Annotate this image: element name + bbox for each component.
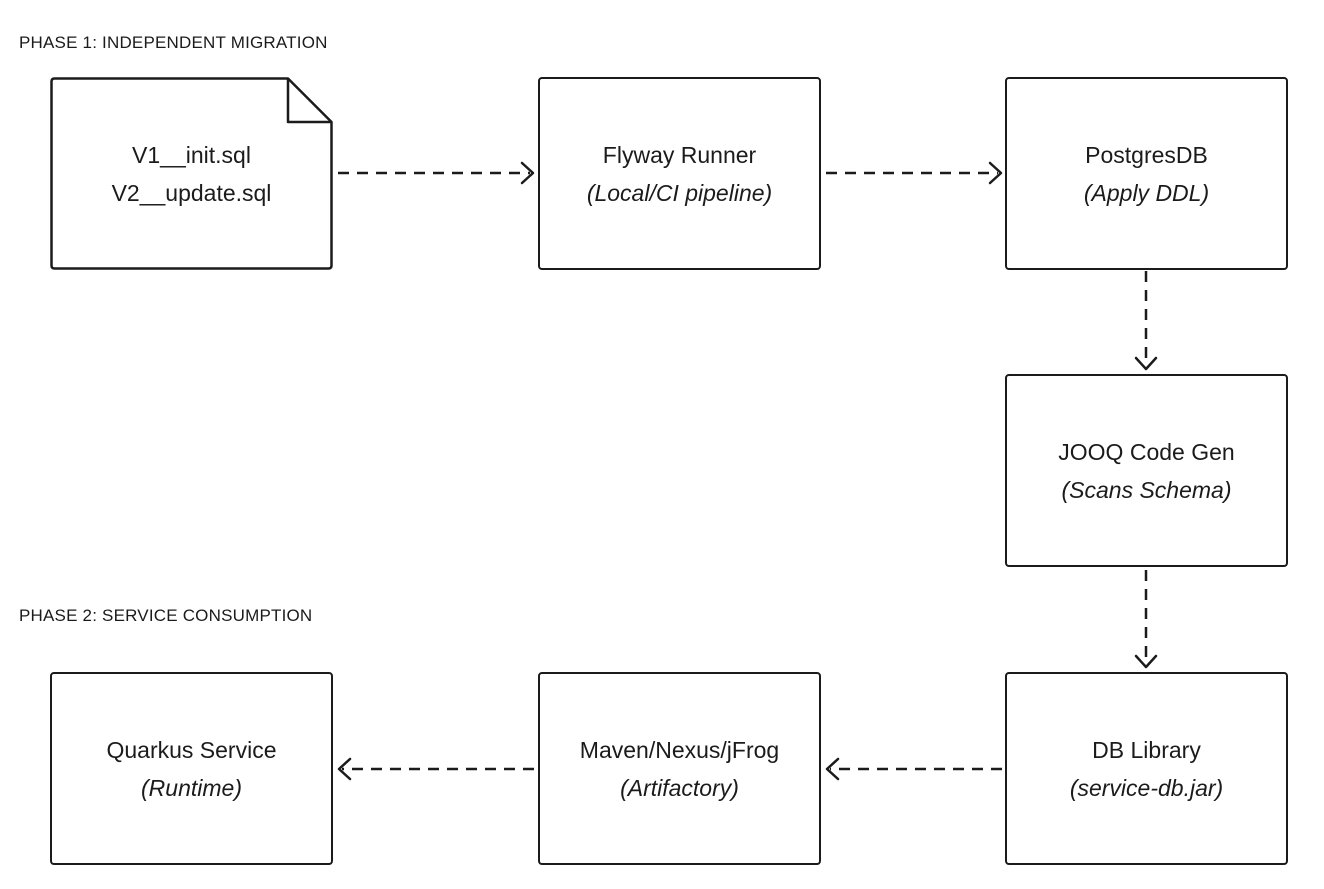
arrowhead-quarkus [337,757,352,781]
maven-title: Maven/Nexus/jFrog [579,736,780,763]
migration-file-1: V1__init.sql [132,141,251,168]
arrowhead-postgres [988,161,1003,185]
flyway-subtitle: (Local/CI pipeline) [586,179,773,206]
migration-file-2: V2__update.sql [111,179,272,206]
maven-subtitle: (Artifactory) [620,774,739,801]
postgres-title: PostgresDB [1085,141,1208,168]
db-library-node: DB Library (service-db.jar) [1005,672,1288,865]
flyway-title: Flyway Runner [602,141,757,168]
flyway-runner-node: Flyway Runner (Local/CI pipeline) [538,77,821,270]
quarkus-title: Quarkus Service [106,736,277,763]
phase-1-label: PHASE 1: INDEPENDENT MIGRATION [19,33,328,52]
artifact-repo-node: Maven/Nexus/jFrog (Artifactory) [538,672,821,865]
jooq-title: JOOQ Code Gen [1058,438,1235,465]
arrowhead-maven [825,757,840,781]
postgres-subtitle: (Apply DDL) [1083,179,1210,206]
postgres-db-node: PostgresDB (Apply DDL) [1005,77,1288,270]
migrations-file-node: V1__init.sql V2__update.sql [50,77,333,270]
document-shape [50,77,333,270]
quarkus-service-node: Quarkus Service (Runtime) [50,672,333,865]
arrowhead-jooq [1134,356,1158,371]
arrowhead-flyway [520,161,535,185]
jooq-subtitle: (Scans Schema) [1061,476,1232,503]
arrowhead-dblib [1134,654,1158,669]
dblib-title: DB Library [1092,736,1201,763]
jooq-codegen-node: JOOQ Code Gen (Scans Schema) [1005,374,1288,567]
phase-2-label: PHASE 2: SERVICE CONSUMPTION [19,606,313,625]
dblib-subtitle: (service-db.jar) [1069,774,1224,801]
quarkus-subtitle: (Runtime) [141,774,242,801]
